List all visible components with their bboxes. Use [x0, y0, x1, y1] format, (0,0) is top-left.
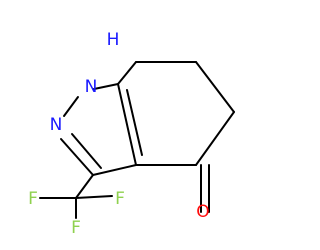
atom-labels: N H N O F F F	[28, 30, 210, 238]
bond-c3-n2-inner	[71, 133, 102, 169]
bond-cf3-f-right	[75, 195, 113, 199]
atom-n1-label: N	[85, 77, 98, 97]
bonds	[39, 61, 235, 219]
bond-c7a-c7	[117, 61, 137, 85]
bond-c3a-c7a	[117, 83, 137, 166]
bond-n2-n1	[63, 96, 79, 117]
bond-c3-cf3	[75, 174, 94, 199]
bond-c3a-c3	[92, 164, 137, 176]
atom-f2-label: F	[115, 189, 125, 209]
atom-o-label: O	[196, 202, 209, 222]
atom-f1-label: F	[28, 189, 38, 209]
bond-c6-c5	[195, 61, 235, 113]
atom-n1-hydrogen-label: H	[107, 30, 120, 50]
atom-n2-label: N	[50, 115, 63, 135]
bond-c5-c4	[195, 111, 235, 166]
bond-c3-n2-outer	[60, 138, 94, 176]
atom-f3-label: F	[71, 218, 81, 238]
bond-n1-c7a	[93, 83, 119, 90]
chemical-structure: N H N O F F F	[28, 30, 235, 238]
bond-c3a-c7a-inner	[126, 89, 143, 156]
